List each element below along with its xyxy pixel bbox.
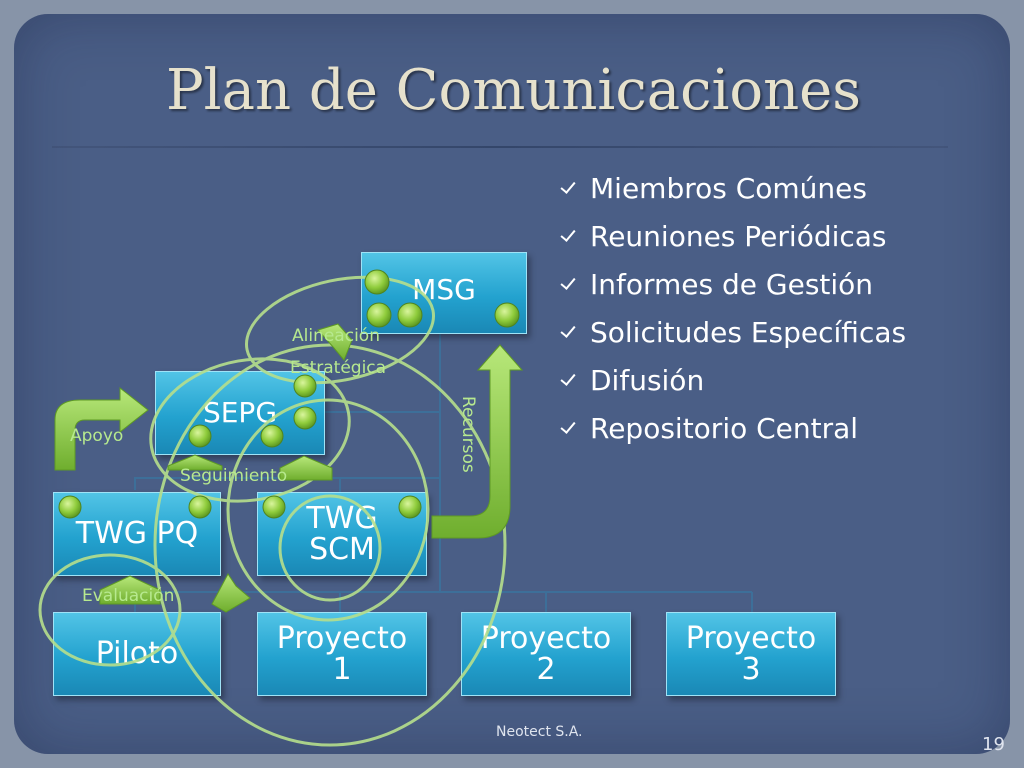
apoyo-arrow [54, 386, 149, 471]
focus-ellipse [226, 398, 430, 622]
connector-line [134, 477, 440, 490]
recursos-arrow [431, 344, 524, 539]
page-number: 19 [982, 734, 1005, 755]
bullet-text: Informes de Gestión [590, 267, 874, 301]
bullet-list: Miembros Comúnes Reuniones Periódicas In… [558, 164, 906, 452]
node-dot [494, 302, 520, 328]
label-alineacion-line2: Estratégica [290, 358, 387, 378]
node-proyecto-2-line1: Proyecto [480, 620, 612, 656]
node-twg-pq-label: TWG PQ [75, 516, 199, 552]
node-proyecto-3: Proyecto 3 [666, 612, 836, 696]
node-proyecto-3-line2: 3 [741, 652, 761, 687]
node-dot [397, 302, 423, 328]
label-recursos: Recursos [458, 396, 478, 473]
bullet-text: Miembros Comúnes [590, 171, 867, 205]
node-dot [293, 406, 317, 430]
focus-ellipse [153, 343, 507, 747]
node-dot [188, 495, 212, 519]
focus-ellipse [38, 553, 182, 667]
bullet-item: Reuniones Periódicas [558, 212, 906, 260]
node-msg-label: MSG [412, 273, 476, 306]
bullet-item: Difusión [558, 356, 906, 404]
node-twg-scm-line2: SCM [309, 532, 375, 567]
node-dot [260, 424, 284, 448]
node-sepg-label: SEPG [202, 396, 278, 430]
node-dot [366, 302, 392, 328]
seguimiento-arrow [279, 455, 333, 481]
footer-company: Neotect S.A. [496, 724, 583, 740]
node-proyecto-1-line1: Proyecto [276, 620, 408, 656]
bullet-text: Repositorio Central [590, 411, 859, 445]
seguimiento-arrow [167, 454, 223, 471]
title-divider [52, 146, 948, 148]
node-dot [293, 374, 317, 398]
label-seguimiento: Seguimiento [180, 466, 288, 486]
node-proyecto-2-line2: 2 [536, 652, 556, 687]
bullet-item: Solicitudes Específicas [558, 308, 906, 356]
alineacion-arrow [317, 323, 353, 361]
node-dot [58, 495, 82, 519]
bullet-item: Miembros Comúnes [558, 164, 906, 212]
evaluacion-arrow [99, 575, 161, 605]
node-proyecto-1-line2: 1 [332, 652, 352, 687]
proyecto-1-arrow [211, 573, 251, 613]
bullet-text: Solicitudes Específicas [590, 315, 907, 349]
slide-title: Plan de Comunicaciones [166, 58, 862, 123]
focus-ellipse [244, 275, 436, 385]
bullet-item: Informes de Gestión [558, 260, 906, 308]
bullet-text: Reuniones Periódicas [590, 219, 887, 253]
node-dot [262, 495, 286, 519]
label-apoyo: Apoyo [70, 426, 124, 446]
bullet-text: Difusión [590, 363, 705, 397]
node-twg-scm-line1: TWG [306, 500, 378, 536]
label-alineacion-line1: Alineación [292, 326, 380, 346]
bullet-item: Repositorio Central [558, 404, 906, 452]
node-dot [398, 495, 422, 519]
node-dot [364, 269, 390, 295]
node-dot [188, 424, 212, 448]
focus-ellipse [149, 357, 351, 503]
node-proyecto-3-line1: Proyecto [685, 620, 817, 656]
focus-ellipse [278, 494, 382, 602]
node-proyecto-1: Proyecto 1 [257, 612, 427, 696]
label-evaluacion: Evaluación [82, 586, 175, 606]
